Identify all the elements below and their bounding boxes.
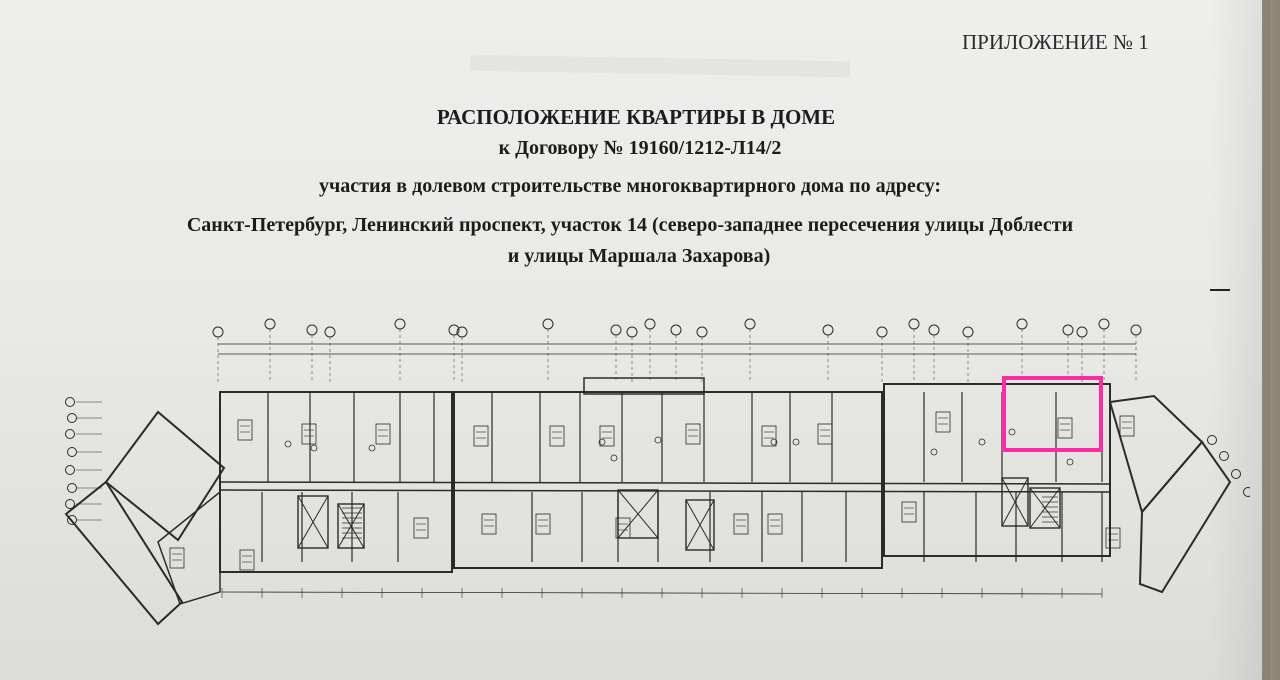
room-label-box: [375, 423, 391, 445]
contract-reference: к Договору № 19160/1212-Л14/2: [498, 137, 782, 159]
grid-axis-marker: [1207, 435, 1217, 445]
elevator-shaft-cross: [297, 495, 329, 549]
left-wing-tail: [64, 480, 184, 626]
grid-axis-marker: [1219, 451, 1229, 461]
plumbing-fixture: [654, 436, 662, 444]
plumbing-fixture: [930, 448, 938, 456]
room-label-box: [239, 549, 255, 571]
elevator-shaft: [337, 503, 365, 549]
grid-axis-marker: [67, 483, 77, 493]
plumbing-fixture: [284, 440, 292, 448]
grid-axis-marker: [65, 499, 75, 509]
elevator-shaft: [1001, 477, 1029, 527]
room-label-box: [817, 423, 833, 445]
room-label-box: [599, 425, 615, 447]
grid-axis-marker: [1062, 324, 1074, 336]
address-line-2: и улицы Маршала Захарова): [507, 245, 771, 267]
room-label-box: [413, 517, 429, 539]
room-label-box: [549, 425, 565, 447]
room-label-box: [901, 501, 917, 523]
grid-axis-marker: [65, 397, 75, 407]
grid-axis-marker: [626, 326, 638, 338]
elevator-shaft: [1029, 487, 1061, 529]
room-label-box: [935, 411, 951, 433]
room-label-box: [1105, 527, 1121, 549]
grid-axis-marker: [670, 324, 682, 336]
plumbing-fixture: [310, 444, 318, 452]
plumbing-fixture: [598, 438, 606, 446]
grid-axis-marker: [1243, 487, 1250, 497]
plumbing-fixture: [368, 444, 376, 452]
plumbing-fixture: [770, 438, 778, 446]
room-label-box: [1119, 415, 1135, 437]
room-label-box: [685, 423, 701, 445]
elevator-shaft-cross: [1001, 477, 1029, 527]
building-bay: [583, 377, 705, 395]
elevator-shaft-cross: [685, 499, 715, 551]
room-label-box: [169, 547, 185, 569]
grid-axis-marker: [696, 326, 708, 338]
room-label-box: [733, 513, 749, 535]
left-wing: [104, 410, 226, 542]
grid-axis-marker: [264, 318, 276, 330]
grid-axis-marker: [1076, 326, 1088, 338]
grid-axis-marker: [67, 413, 77, 423]
grid-axis-marker: [65, 465, 75, 475]
elevator-shaft-cross: [337, 503, 365, 549]
elevator-shaft-cross: [1029, 487, 1061, 529]
grid-axis-marker: [928, 324, 940, 336]
document-subtitle: участия в долевом строительстве многоква…: [318, 175, 942, 197]
grid-axis-marker: [908, 318, 920, 330]
room-label-box: [481, 513, 497, 535]
plumbing-fixture: [792, 438, 800, 446]
elevator-shaft: [685, 499, 715, 551]
right-wing-tail: [1138, 440, 1232, 594]
grid-axis-marker: [306, 324, 318, 336]
room-label-box: [535, 513, 551, 535]
plumbing-fixture: [1066, 458, 1074, 466]
plumbing-fixture: [610, 454, 618, 462]
address-line-1: Санкт-Петербург, Ленинский проспект, уча…: [186, 214, 1074, 236]
margin-dash: [1210, 289, 1230, 291]
annex-label: ПРИЛОЖЕНИЕ № 1: [962, 30, 1149, 54]
room-label-box: [761, 425, 777, 447]
room-label-box: [767, 513, 783, 535]
grid-axis-marker: [1098, 318, 1110, 330]
elevator-shaft: [617, 489, 659, 539]
grid-axis-marker: [1231, 469, 1241, 479]
room-label-box: [473, 425, 489, 447]
bleed-through-text: [470, 55, 850, 78]
room-label-box: [1057, 417, 1073, 439]
page-shadow: [1210, 0, 1270, 680]
document-title: РАСПОЛОЖЕНИЕ КВАРТИРЫ В ДОМЕ: [436, 105, 836, 129]
plumbing-fixture: [1008, 428, 1016, 436]
corridor-wall: [219, 489, 1111, 493]
building-section-right: [883, 383, 1111, 557]
plumbing-fixture: [978, 438, 986, 446]
grid-axis-marker: [65, 429, 75, 439]
grid-axis-marker: [610, 324, 622, 336]
selected-apartment-highlight: [1002, 376, 1103, 452]
grid-axis-marker: [67, 447, 77, 457]
grid-axis-marker: [1130, 324, 1142, 336]
grid-axis-marker: [822, 324, 834, 336]
building-section-center: [453, 391, 883, 569]
grid-axis-marker: [324, 326, 336, 338]
left-wing-room: [157, 490, 221, 605]
grid-axis-marker: [962, 326, 974, 338]
grid-axis-marker: [644, 318, 656, 330]
grid-axis-marker: [876, 326, 888, 338]
grid-axis-marker: [542, 318, 554, 330]
grid-axis-marker: [212, 326, 224, 338]
grid-axis-marker: [744, 318, 756, 330]
corridor-wall: [219, 481, 1111, 485]
elevator-shaft: [297, 495, 329, 549]
grid-axis-marker: [1016, 318, 1028, 330]
grid-axis-marker: [394, 318, 406, 330]
room-label-box: [237, 419, 253, 441]
floor-plan-drawing: [64, 318, 1250, 626]
room-label-box: [301, 423, 317, 445]
room-label-box: [615, 517, 631, 539]
